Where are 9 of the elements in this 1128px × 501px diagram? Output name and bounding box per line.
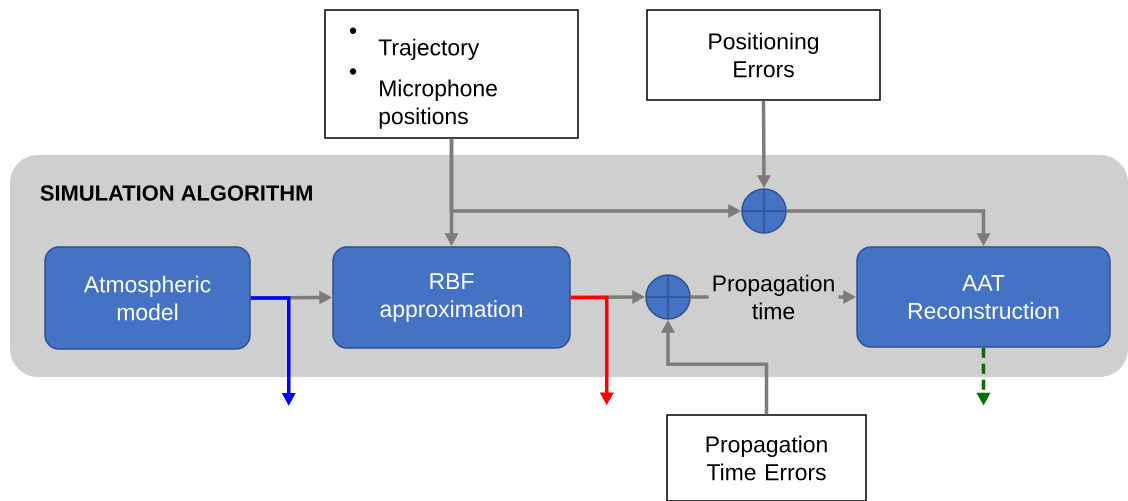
- edge-label: Propagation time: [708, 273, 839, 321]
- input-box: Propagation Time Errors: [666, 414, 867, 501]
- input-box: Trajectory Microphone positions: [324, 9, 579, 139]
- summing-junction: [741, 188, 787, 234]
- process-box: Atmospheric model: [44, 246, 251, 350]
- input-box: Positioning Errors: [646, 9, 881, 101]
- process-box: RBF approximation: [332, 246, 571, 349]
- summing-junction: [645, 274, 691, 320]
- process-box: AAT Reconstruction: [856, 246, 1111, 348]
